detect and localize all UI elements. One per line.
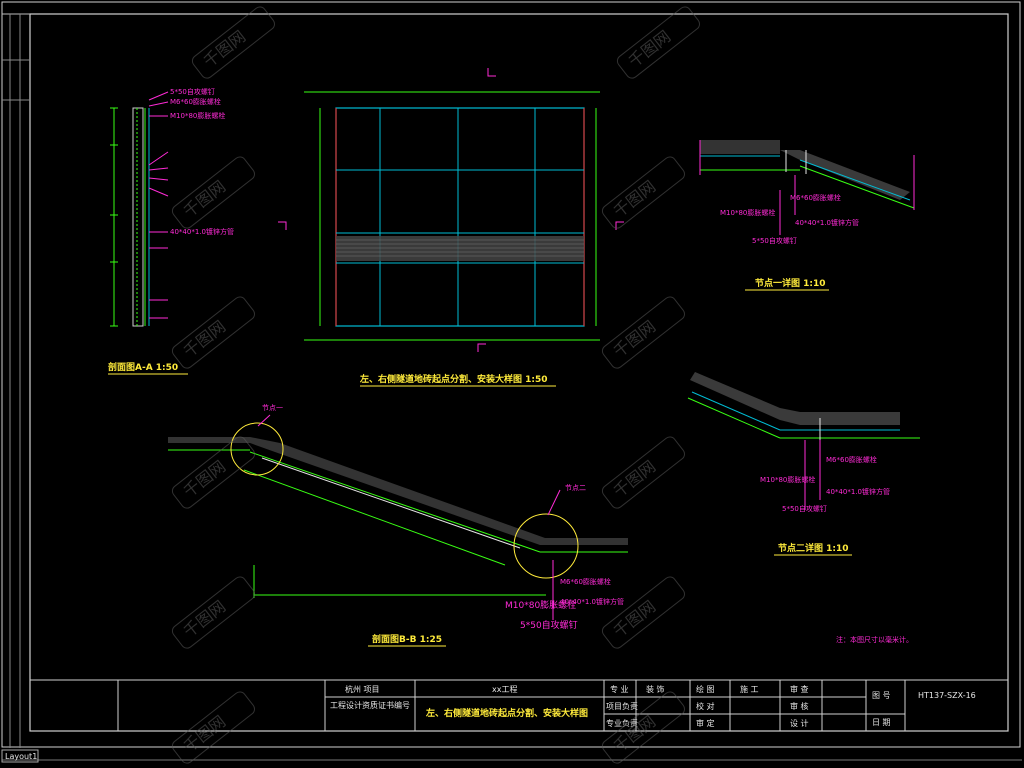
node2-label-angle: M6*60膨胀螺栓 [826,455,877,464]
bb-label-angle: M6*60膨胀螺栓 [560,577,611,586]
node2-label-tube: 40*40*1.0镀锌方管 [826,487,890,496]
node1-title: 节点一详图 1:10 [755,277,826,289]
tb-r0c1: 装 饰 [646,684,665,694]
drawing-note: 注：本图尺寸以毫米计。 [836,635,913,644]
watermark-logos: 千图网 千图网 千图网 千图网 千图网 千图网 千图网 千图网 千图网 千图网 … [171,6,701,764]
tb-r1c4: 审 核 [790,701,809,711]
bb-label-node1: 节点一 [262,404,283,412]
node2-label-lag: 5*50自攻螺钉 [782,504,827,513]
tb-date-label: 日 期 [872,718,891,727]
tb-r0c0: 专 业 [610,684,629,694]
tb-r1c0: 项目负责 [606,701,638,711]
tb-r2c4: 设 计 [790,718,809,728]
node1-label-lag: 5*50自攻螺钉 [752,236,797,245]
tb-r0c3: 施 工 [740,684,759,694]
tb-r1c2: 校 对 [696,701,715,711]
bb-label-node2: 节点二 [565,484,586,492]
tb-r2c2: 审 定 [696,718,715,728]
tb-project: 杭州 项目 [345,684,380,694]
bb-label-tube: 40*40*1.0镀锌方管 [560,597,624,606]
tb-project-name: xx工程 [492,685,517,694]
bb-label-lag: 5*50自攻螺钉 [520,619,578,631]
node2-label-bolt: M10*80膨胀螺栓 [760,475,815,484]
layout-tab[interactable]: Layout1 [1,749,39,763]
tb-r0c2: 绘 图 [696,684,715,694]
section-bb-drawing: 节点一 节点二 M10*80膨胀螺栓 M6*60膨胀螺栓 40*40*1.0镀锌… [168,404,628,647]
plan-drawing: 左、右侧隧道地砖起点分割、安装大样图 1:50 [278,68,624,387]
aa-label-lag-bolt: 5*50自攻螺钉 [170,87,215,96]
tb-drawing-title: 左、右侧隧道地砖起点分割、安装大样图 [425,707,588,719]
tb-sub-project: 工程设计资质证书编号 [330,700,410,710]
node1-drawing: M10*80膨胀螺栓 M6*60膨胀螺栓 40*40*1.0镀锌方管 5*50自… [699,140,915,291]
section-aa-drawing: 5*50自攻螺钉 M6*60膨胀螺栓 M10*80膨胀螺栓 40*40*1.0镀… [108,87,234,375]
node2-title: 节点二详图 1:10 [778,542,849,554]
node1-label-angle: M6*60膨胀螺栓 [790,193,841,202]
aa-label-bolt: M10*80膨胀螺栓 [170,111,225,120]
section-aa-title: 剖面图A-A 1:50 [108,361,178,373]
layout-tab-label[interactable]: Layout1 [5,752,37,761]
plan-title: 左、右侧隧道地砖起点分割、安装大样图 1:50 [359,373,548,385]
node2-drawing: M6*60膨胀螺栓 M10*80膨胀螺栓 40*40*1.0镀锌方管 5*50自… [687,372,920,556]
bb-label-bolt: M10*80膨胀螺栓 [505,599,576,611]
node1-label-tube: 40*40*1.0镀锌方管 [795,218,859,227]
tb-r2c0: 专业负责 [606,718,638,728]
aa-label-steel-tube: 40*40*1.0镀锌方管 [170,227,234,236]
node1-label-bolt: M10*80膨胀螺栓 [720,208,775,217]
title-block: 杭州 项目 工程设计资质证书编号 xx工程 左、右侧隧道地砖起点分割、安装大样图… [29,679,1009,732]
section-bb-title: 剖面图B-B 1:25 [372,633,442,645]
aa-label-angle: M6*60膨胀螺栓 [170,97,221,106]
tb-sheet-label: 图 号 [872,691,891,700]
tb-drawing-no: HT137-SZX-16 [918,691,976,700]
tb-r0c4: 审 查 [790,684,809,694]
